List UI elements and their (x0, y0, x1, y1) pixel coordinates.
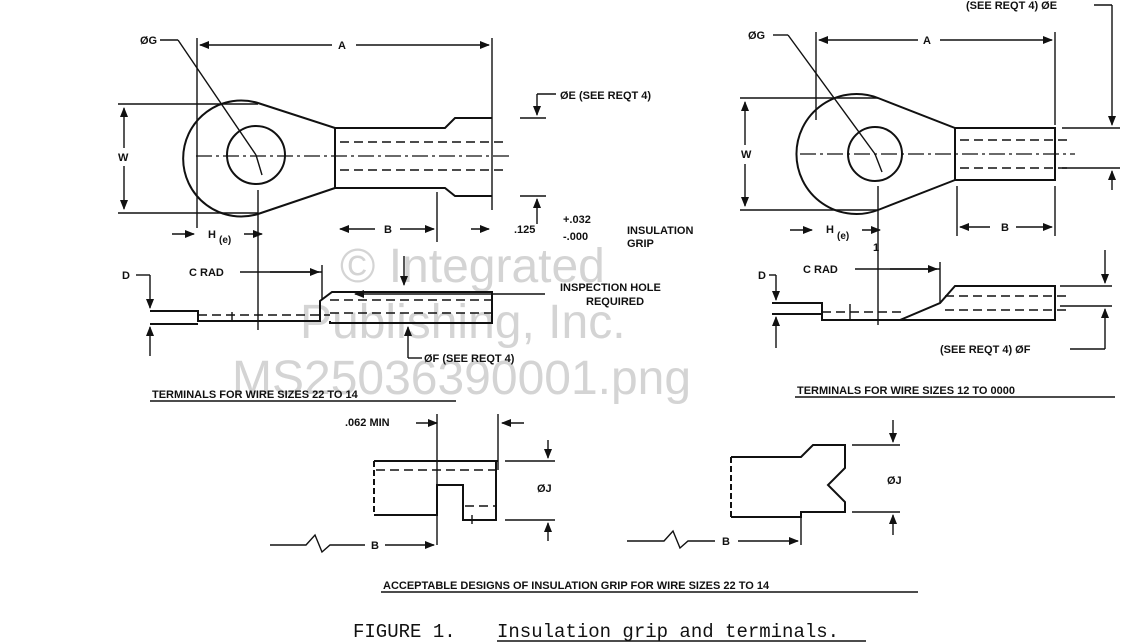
right-dim-w: W (741, 149, 752, 161)
right-dim-a: A (923, 35, 931, 47)
figure-label: FIGURE 1. (353, 621, 456, 643)
left-dim-e-note: ØE (SEE REQT 4) (560, 90, 651, 102)
figure-caption: Insulation grip and terminals. (497, 621, 839, 643)
grip-left-dim-b: B (371, 540, 379, 552)
left-tol-plus: +.032 (563, 214, 591, 226)
right-dim-g: ØG (748, 30, 765, 42)
right-dim-h: H (826, 224, 834, 236)
left-dim-a: A (338, 40, 346, 52)
left-dim-c-rad: C RAD (189, 267, 224, 279)
left-dim-h-sub: (e) (219, 235, 231, 246)
grip-min-note: .062 MIN (345, 417, 390, 429)
left-barrel-bottom (335, 187, 492, 197)
left-dim-f-note: ØF (SEE REQT 4) (424, 353, 515, 365)
left-dim-b: B (384, 224, 392, 236)
left-barrel-top (335, 117, 492, 129)
left-inspection-hole2: REQUIRED (586, 296, 644, 308)
left-insulation-grip: INSULATION (627, 225, 693, 237)
left-inspection-hole: INSPECTION HOLE (560, 282, 661, 294)
left-side-profile (150, 291, 493, 324)
left-ring-outline (182, 99, 336, 218)
right-dim-h-sub: (e) (837, 231, 849, 242)
right-dim-d: D (758, 270, 766, 282)
left-dim-h: H (208, 229, 216, 241)
grip-detail-right: ØJ B (627, 420, 902, 550)
right-view-title: TERMINALS FOR WIRE SIZES 12 TO 0000 (797, 385, 1015, 397)
left-dim-w: W (118, 152, 129, 164)
grip-view-title: ACCEPTABLE DESIGNS OF INSULATION GRIP FO… (383, 580, 770, 592)
right-dim-c-rad: C RAD (803, 264, 838, 276)
grip-left-dim-j: ØJ (537, 483, 552, 495)
left-view-title: TERMINALS FOR WIRE SIZES 22 TO 14 (152, 389, 359, 401)
svg-text:1: 1 (873, 242, 879, 254)
left-stud-hole (226, 125, 286, 185)
grip-right-dim-b: B (722, 536, 730, 548)
left-dim-d: D (122, 270, 130, 282)
left-terminal-view: A ØG W ØE (SEE REQT 4) H (e) B .125 + (118, 35, 693, 402)
grip-right-dim-j: ØJ (887, 475, 902, 487)
right-dim-b: B (1001, 222, 1009, 234)
left-insulation-grip2: GRIP (627, 238, 654, 250)
left-tol-minus: -.000 (563, 231, 588, 243)
left-dim-125: .125 (514, 224, 535, 236)
left-dim-g: ØG (140, 35, 157, 47)
right-ring-outline (795, 93, 956, 215)
right-dim-e-note: (SEE REQT 4) ØE (966, 0, 1057, 12)
grip-detail-left: .062 MIN ØJ B (270, 414, 555, 554)
right-dim-f-note: (SEE REQT 4) ØF (940, 344, 1031, 356)
watermark-line1: © Integrated (340, 240, 605, 293)
watermark-line3: MS25036390001.png (232, 352, 691, 405)
right-terminal-view: (SEE REQT 4) ØE A ØG W H (e) 1 (740, 0, 1120, 398)
